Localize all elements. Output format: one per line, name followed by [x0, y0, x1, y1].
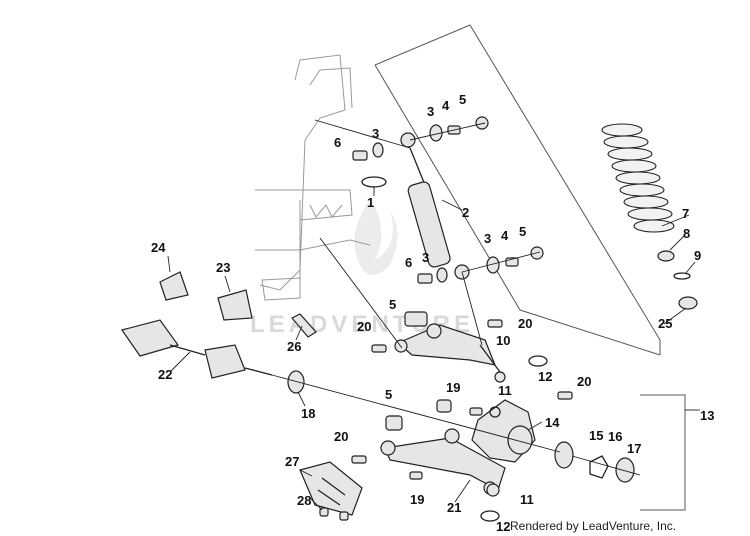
- callout-24: 24: [151, 240, 166, 255]
- axle-seal: [287, 370, 305, 394]
- callout-17: 17: [627, 441, 641, 456]
- callout-5a: 5: [459, 92, 466, 107]
- callout-2: 2: [462, 205, 469, 220]
- callout-6a: 6: [334, 135, 341, 150]
- drive-axle: [121, 319, 273, 379]
- ball-joint-clip-lower: [480, 510, 500, 522]
- callout-13: 13: [700, 408, 714, 423]
- cv-boot-large: [217, 289, 253, 321]
- callout-16: 16: [608, 429, 622, 444]
- ball-joint-clip-upper: [528, 355, 548, 367]
- assembly-axis-lines: [271, 119, 641, 476]
- callout-28: 28: [297, 493, 311, 508]
- skid-plate: [299, 461, 363, 516]
- callout-22: 22: [158, 367, 172, 382]
- callout-21: 21: [447, 500, 461, 515]
- bolts: [319, 319, 573, 521]
- callout-5b: 5: [519, 224, 526, 239]
- shock-box-outline: [374, 24, 661, 355]
- callout-8: 8: [683, 226, 690, 241]
- callout-12b: 12: [496, 519, 510, 534]
- callout-3a: 3: [427, 104, 434, 119]
- callout-20d: 20: [577, 374, 591, 389]
- callout-19b: 19: [410, 492, 424, 507]
- washer: [361, 176, 387, 188]
- spring-clip: [673, 272, 691, 280]
- coil-spring: [601, 123, 675, 233]
- callout-11a: 11: [498, 383, 512, 398]
- stud-bolt: [291, 313, 317, 338]
- cv-boot-small: [159, 271, 189, 301]
- callout-7: 7: [682, 206, 689, 221]
- callout-20b: 20: [518, 316, 532, 331]
- callout-3b: 3: [372, 126, 379, 141]
- hub-bearing-parts: [554, 441, 635, 483]
- callout-3c: 3: [484, 231, 491, 246]
- ball-joint-lower: [486, 483, 500, 497]
- render-credit: Rendered by LeadVenture, Inc.: [510, 519, 676, 533]
- callout-6b: 6: [405, 255, 412, 270]
- callout-5c: 5: [389, 297, 396, 312]
- arm-bracket-lower: [385, 415, 403, 431]
- callout-18: 18: [301, 406, 315, 421]
- callout-26: 26: [287, 339, 301, 354]
- callout-15: 15: [589, 428, 603, 443]
- steering-knuckle: [471, 399, 536, 463]
- spring-seat: [657, 250, 675, 262]
- callout-5d: 5: [385, 387, 392, 402]
- callout-10: 10: [496, 333, 510, 348]
- callout-23: 23: [216, 260, 230, 275]
- callout-12a: 12: [538, 369, 552, 384]
- callout-4b: 4: [501, 228, 509, 243]
- callout-1: 1: [367, 195, 374, 210]
- callout-9: 9: [694, 248, 701, 263]
- callout-4a: 4: [442, 98, 450, 113]
- callout-14: 14: [545, 415, 560, 430]
- callout-11b: 11: [520, 492, 534, 507]
- leader-lines: [167, 186, 696, 511]
- hub-group-bracket: [640, 394, 686, 511]
- callout-20c: 20: [334, 429, 348, 444]
- vehicle-frame: [255, 54, 371, 301]
- arm-bracket-rear: [436, 399, 452, 413]
- callout-27: 27: [285, 454, 299, 469]
- callout-20a: 20: [357, 319, 371, 334]
- callout-3d: 3: [422, 250, 429, 265]
- callouts: 1 2 3 3 3 3 4 4 5 5 5 5 6 6 7 8 9 10 11 …: [151, 92, 714, 534]
- callout-19a: 19: [446, 380, 460, 395]
- arm-bracket-upper: [404, 311, 428, 327]
- spring-retainer: [678, 296, 698, 310]
